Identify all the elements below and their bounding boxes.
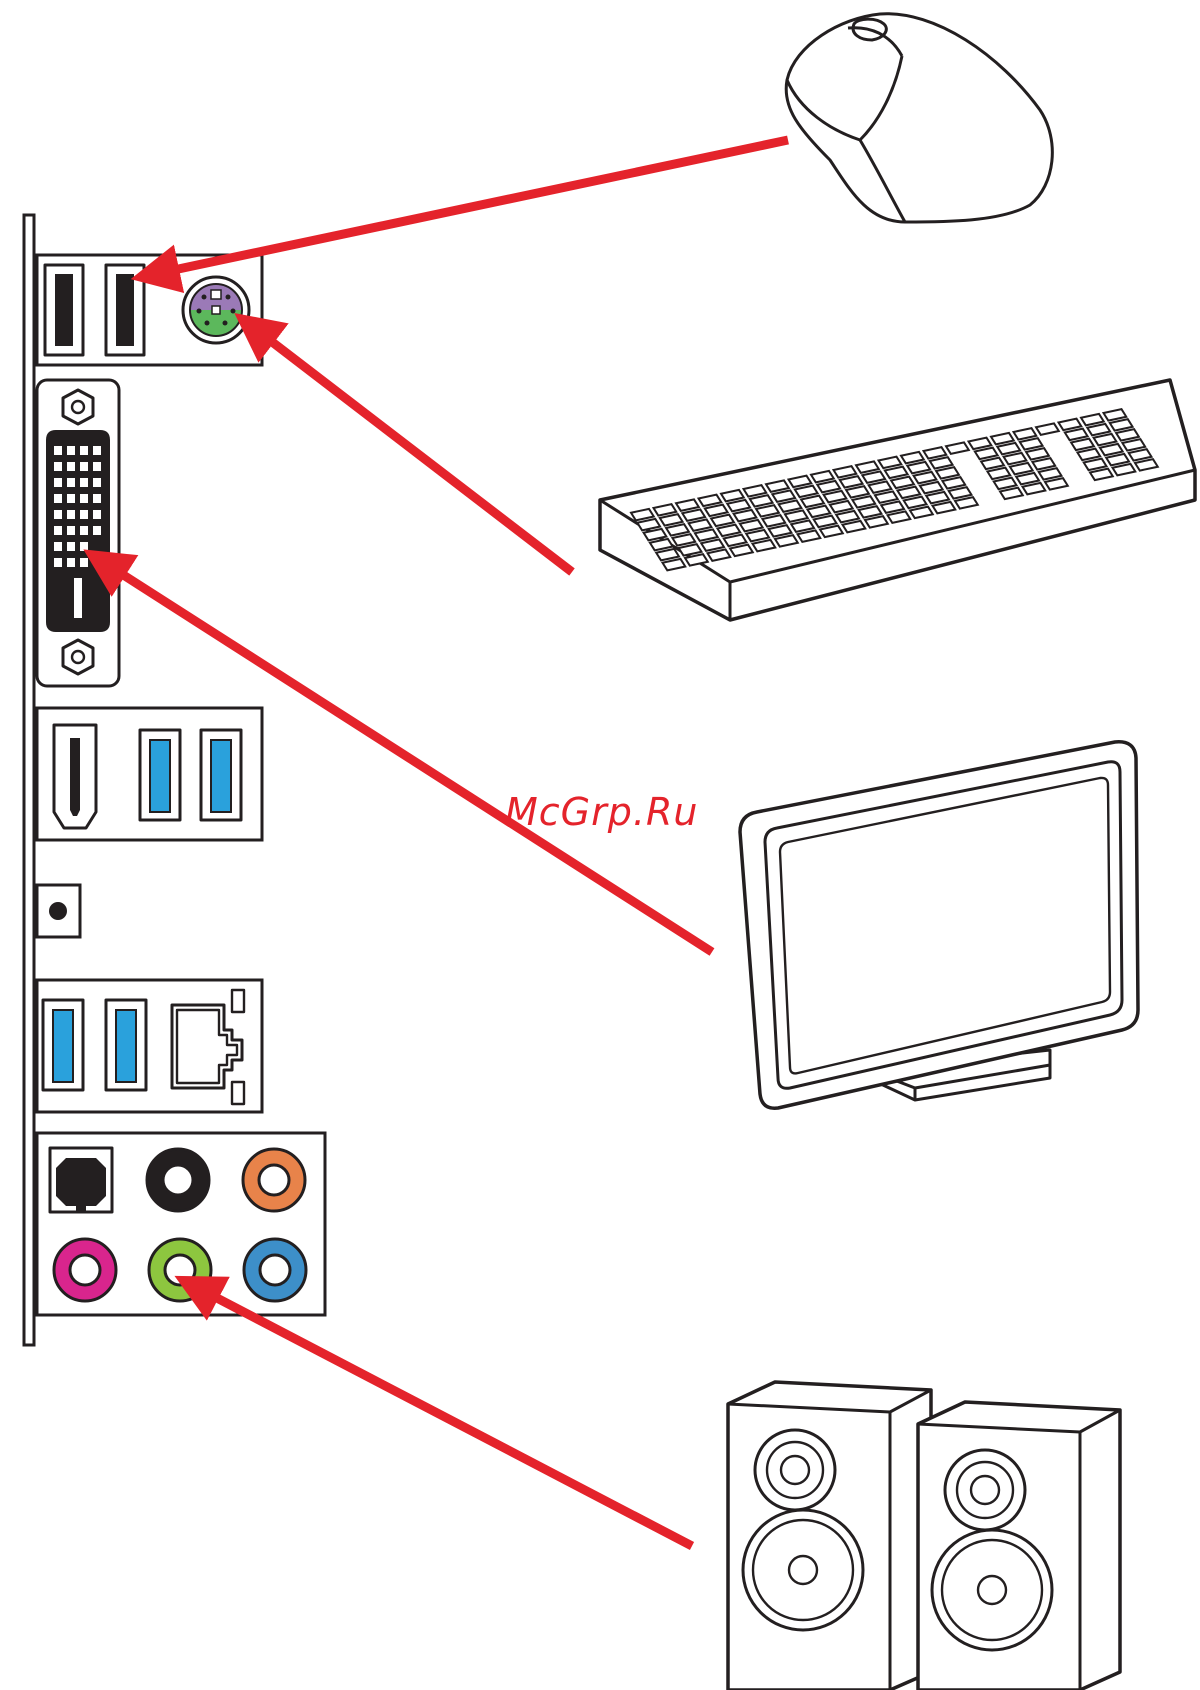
usb3-lan-block — [37, 980, 262, 1112]
mic-in-jack — [54, 1239, 116, 1301]
dvi-d-port — [37, 380, 119, 686]
speakers-icon — [728, 1382, 1120, 1690]
ps2-combo-port — [183, 277, 249, 343]
speaker-left — [728, 1382, 931, 1690]
mouse-icon — [786, 14, 1052, 222]
hdmi-usb3-block — [37, 708, 262, 840]
arrow-speakers-to-line-out — [192, 1285, 692, 1546]
monitor-icon — [740, 742, 1138, 1108]
line-in-jack — [244, 1239, 306, 1301]
io-shield-edge — [24, 215, 34, 1345]
rear-speaker-out-jack — [147, 1149, 209, 1211]
arrow-keyboard-to-ps2 — [250, 325, 572, 572]
audio-block — [37, 1133, 325, 1315]
keyboard-icon — [600, 380, 1195, 620]
speaker-right — [918, 1402, 1120, 1690]
center-sub-out-jack — [243, 1149, 305, 1211]
arrow-mouse-to-usb — [150, 140, 788, 275]
rear-io-panel — [24, 215, 325, 1345]
watermark-text: McGrp.Ru — [505, 790, 755, 834]
clear-cmos-button — [37, 885, 80, 937]
